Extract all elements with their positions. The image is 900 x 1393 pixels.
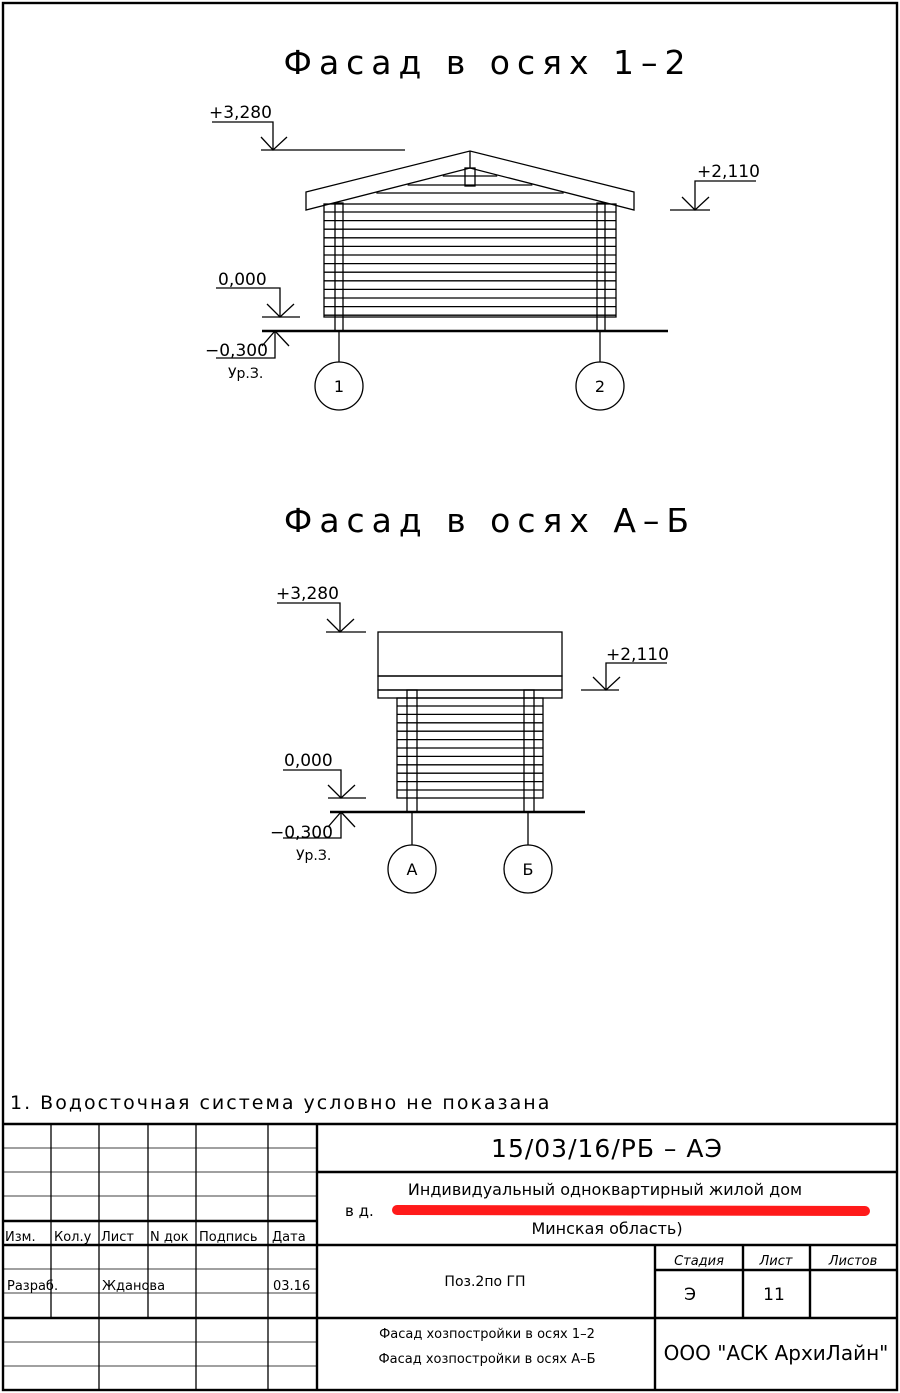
level-mark-zero: 0,000 bbox=[216, 270, 300, 318]
stage-value: Э bbox=[684, 1285, 696, 1305]
level-arrow-icon bbox=[260, 136, 288, 151]
level-value: +2,110 bbox=[606, 645, 669, 665]
level-value: +3,280 bbox=[209, 103, 272, 123]
level-leader bbox=[283, 812, 342, 839]
log-lines bbox=[397, 705, 543, 791]
company-name: ООО "АСК АрхиЛайн" bbox=[664, 1341, 889, 1365]
position-label: Поз.2по ГП bbox=[444, 1274, 525, 1290]
facade-1-2: Фасад в осях 1–2 1 2 +3,280 +2,110 0,000 bbox=[205, 43, 760, 411]
axis-label: Б bbox=[523, 860, 534, 879]
axis-label: 1 bbox=[334, 377, 344, 396]
level-leader bbox=[212, 121, 274, 150]
level-mark-zero: 0,000 bbox=[283, 751, 366, 799]
level-leader bbox=[605, 662, 667, 690]
header-data: Дата bbox=[272, 1230, 306, 1245]
corner-post bbox=[406, 689, 418, 813]
developer-role: Разраб. bbox=[7, 1279, 58, 1294]
axis-marker-a bbox=[387, 844, 437, 894]
axis-marker-b bbox=[503, 844, 553, 894]
facade-a-b: Фасад в осях А–Б А Б +3,280 +2,110 0,000 bbox=[270, 501, 696, 894]
axis-marker-2 bbox=[575, 361, 625, 411]
project-title: Индивидуальный одноквартирный жилой дом bbox=[408, 1180, 802, 1199]
level-leader bbox=[694, 180, 756, 210]
sheet-title-2: Фасад хозпостройки в осях А–Б bbox=[378, 1352, 595, 1367]
level-value: −0,300 bbox=[205, 341, 268, 361]
facade-1-2-title: Фасад в осях 1–2 bbox=[284, 43, 693, 82]
level-value: −0,300 bbox=[270, 823, 333, 843]
roof-band bbox=[377, 675, 563, 691]
corner-post bbox=[334, 202, 344, 332]
header-ndok: N док bbox=[150, 1230, 189, 1245]
corner-post bbox=[596, 202, 606, 332]
log-lines bbox=[324, 175, 616, 316]
level-leader bbox=[216, 331, 276, 359]
redaction-mark bbox=[392, 1205, 870, 1216]
document-code: 15/03/16/РБ – АЭ bbox=[491, 1134, 723, 1163]
axis-label: А bbox=[407, 860, 418, 879]
sheet-value: 11 bbox=[763, 1285, 785, 1305]
level-value: 0,000 bbox=[218, 270, 267, 290]
level-value: +2,110 bbox=[697, 162, 760, 182]
level-mark-eave: +2,110 bbox=[581, 645, 669, 691]
stage-header: Стадия bbox=[674, 1254, 724, 1269]
title-block-grid bbox=[3, 1124, 317, 1390]
level-mark-top: +3,280 bbox=[276, 584, 366, 633]
level-leader bbox=[216, 287, 281, 317]
header-kol: Кол.у bbox=[54, 1230, 92, 1245]
level-mark-ground: −0,300 Ур.З. bbox=[205, 330, 290, 382]
level-leader bbox=[283, 769, 342, 798]
roof bbox=[377, 631, 563, 677]
level-note: Ур.З. bbox=[296, 848, 331, 864]
developer-name: Жданова bbox=[102, 1279, 165, 1294]
level-mark-top: +3,280 bbox=[209, 103, 405, 151]
facade-a-b-title: Фасад в осях А–Б bbox=[284, 501, 696, 540]
sheet-title-1: Фасад хозпостройки в осях 1–2 bbox=[379, 1327, 595, 1342]
sheet-header: Лист bbox=[759, 1254, 793, 1269]
level-value: 0,000 bbox=[284, 751, 333, 771]
project-location: в д. bbox=[345, 1202, 374, 1220]
ridge-beam bbox=[464, 167, 476, 187]
general-note: 1. Водосточная система условно не показа… bbox=[10, 1092, 551, 1114]
level-value: +3,280 bbox=[276, 584, 339, 604]
header-izm: Изм. bbox=[5, 1230, 36, 1245]
log-wall bbox=[323, 203, 617, 318]
level-note: Ур.З. bbox=[228, 366, 263, 382]
header-podpis: Подпись bbox=[199, 1230, 257, 1245]
level-mark-eave: +2,110 bbox=[670, 162, 760, 211]
header-list: Лист bbox=[101, 1230, 134, 1245]
title-block: Изм. Кол.у Лист N док Подпись Дата Разра… bbox=[3, 1122, 897, 1390]
corner-post bbox=[523, 689, 535, 813]
axis-marker-1 bbox=[314, 361, 364, 411]
sheets-header: Листов bbox=[828, 1254, 878, 1269]
project-region: Минская область) bbox=[531, 1219, 682, 1238]
level-mark-ground: −0,300 Ур.З. bbox=[270, 811, 356, 864]
developer-date: 03.16 bbox=[273, 1279, 310, 1294]
axis-label: 2 bbox=[595, 377, 605, 396]
level-leader bbox=[277, 602, 341, 632]
